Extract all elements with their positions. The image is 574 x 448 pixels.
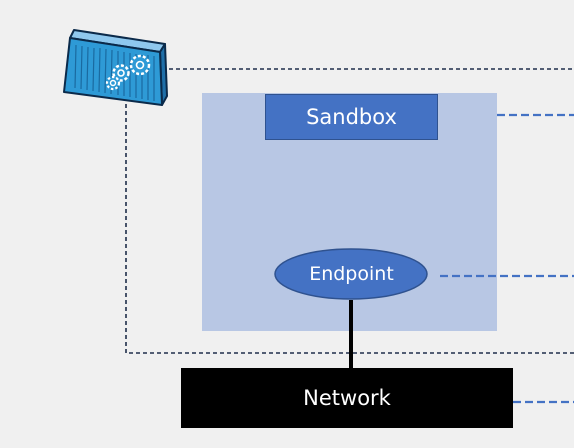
container-boundary bbox=[125, 68, 574, 354]
endpoint-label: Endpoint bbox=[275, 251, 428, 297]
network-label: Network bbox=[303, 386, 391, 410]
network-box: Network bbox=[181, 368, 513, 428]
container-with-gears-icon bbox=[63, 29, 168, 106]
endpoint-label-text: Endpoint bbox=[309, 263, 394, 285]
endpoint-ellipse bbox=[274, 248, 428, 300]
sandbox-box: Sandbox bbox=[265, 94, 438, 140]
sandbox-label: Sandbox bbox=[306, 105, 397, 129]
